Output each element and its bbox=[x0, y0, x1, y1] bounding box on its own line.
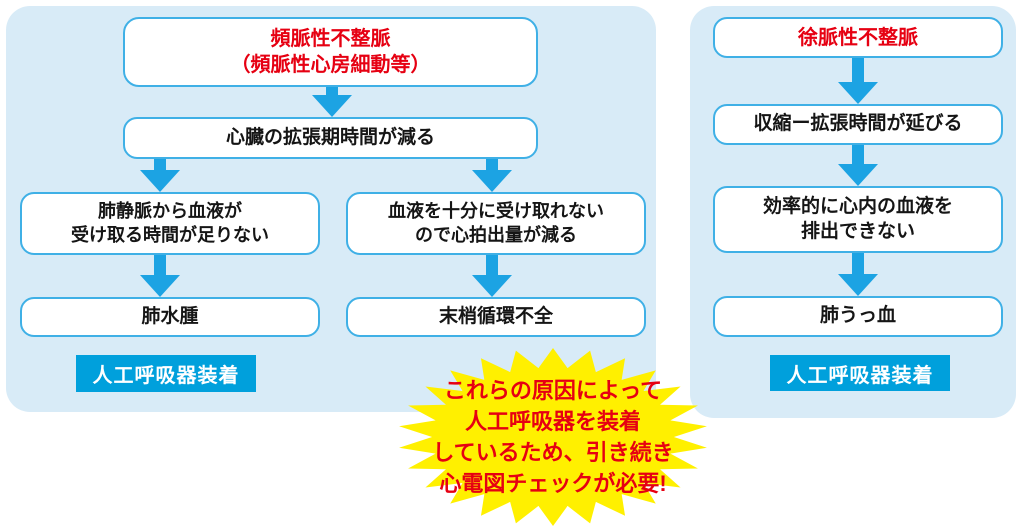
arrow-down-icon bbox=[838, 145, 878, 186]
arrow-down-icon bbox=[312, 87, 352, 117]
step-label: 収縮ー拡張時間が延びる bbox=[753, 113, 963, 135]
outcome-label: 肺水腫 bbox=[141, 305, 199, 327]
outcome-label: 肺うっ血 bbox=[819, 305, 896, 327]
arrow-down-icon bbox=[140, 255, 180, 297]
branch-line-1: 肺静脈から血液が bbox=[98, 201, 242, 222]
ventilator-badge: 人工呼吸器装着 bbox=[770, 355, 950, 391]
starburst-shape bbox=[399, 348, 707, 526]
callout-line-3: しているため、引き続き bbox=[432, 440, 674, 465]
systole-diastole-box: 収縮ー拡張時間が延びる bbox=[713, 104, 1003, 145]
arrow-down-icon bbox=[838, 58, 878, 104]
cardiac-output-box: 血液を十分に受け取れない ので心拍出量が減る bbox=[346, 192, 646, 255]
arrow-down-icon bbox=[838, 253, 878, 296]
callout-line-1: これらの原因によって bbox=[443, 377, 663, 403]
cause-line-1: 頻脈性不整脈 bbox=[270, 28, 391, 50]
badge-label: 人工呼吸器装着 bbox=[786, 364, 934, 387]
tachyarrhythmia-cause-box: 頻脈性不整脈 （頻脈性心房細動等） bbox=[123, 17, 538, 87]
branch-line-2: ので心拍出量が減る bbox=[415, 224, 577, 245]
step-label: 心臓の拡張期時間が減る bbox=[225, 126, 435, 148]
blood-ejection-box: 効率的に心内の血液を 排出できない bbox=[713, 186, 1003, 253]
callout-line-4: 心電図チェックが必要! bbox=[439, 471, 667, 497]
bradyarrhythmia-cause-box: 徐脈性不整脈 bbox=[713, 17, 1003, 58]
outcome-label: 末梢循環不全 bbox=[438, 305, 553, 327]
arrow-down-icon bbox=[140, 159, 180, 192]
pulmonary-vein-box: 肺静脈から血液が 受け取る時間が足りない bbox=[20, 192, 320, 255]
step-line-2: 排出できない bbox=[800, 220, 915, 242]
callout-line-2: 人工呼吸器を装着 bbox=[464, 408, 641, 434]
callout-text: これらの原因によって 人工呼吸器を装着 しているため、引き続き 心電図チェックが… bbox=[398, 348, 708, 526]
arrow-down-icon bbox=[472, 159, 512, 192]
diastole-time-box: 心臓の拡張期時間が減る bbox=[123, 117, 538, 159]
pulmonary-edema-box: 肺水腫 bbox=[20, 297, 320, 337]
step-line-1: 効率的に心内の血液を bbox=[762, 195, 953, 217]
pulmonary-congestion-box: 肺うっ血 bbox=[713, 296, 1003, 337]
ventilator-badge: 人工呼吸器装着 bbox=[76, 355, 256, 392]
arrow-down-icon bbox=[472, 255, 512, 297]
branch-line-1: 血液を十分に受け取れない bbox=[388, 201, 604, 222]
cause-line-2: （頻脈性心房細動等） bbox=[230, 54, 431, 76]
ecg-check-callout: これらの原因によって 人工呼吸器を装着 しているため、引き続き 心電図チェックが… bbox=[398, 348, 708, 526]
peripheral-circulatory-failure-box: 末梢循環不全 bbox=[346, 297, 646, 337]
cause-label: 徐脈性不整脈 bbox=[798, 26, 918, 49]
branch-line-2: 受け取る時間が足りない bbox=[71, 224, 269, 245]
badge-label: 人工呼吸器装着 bbox=[92, 365, 240, 387]
